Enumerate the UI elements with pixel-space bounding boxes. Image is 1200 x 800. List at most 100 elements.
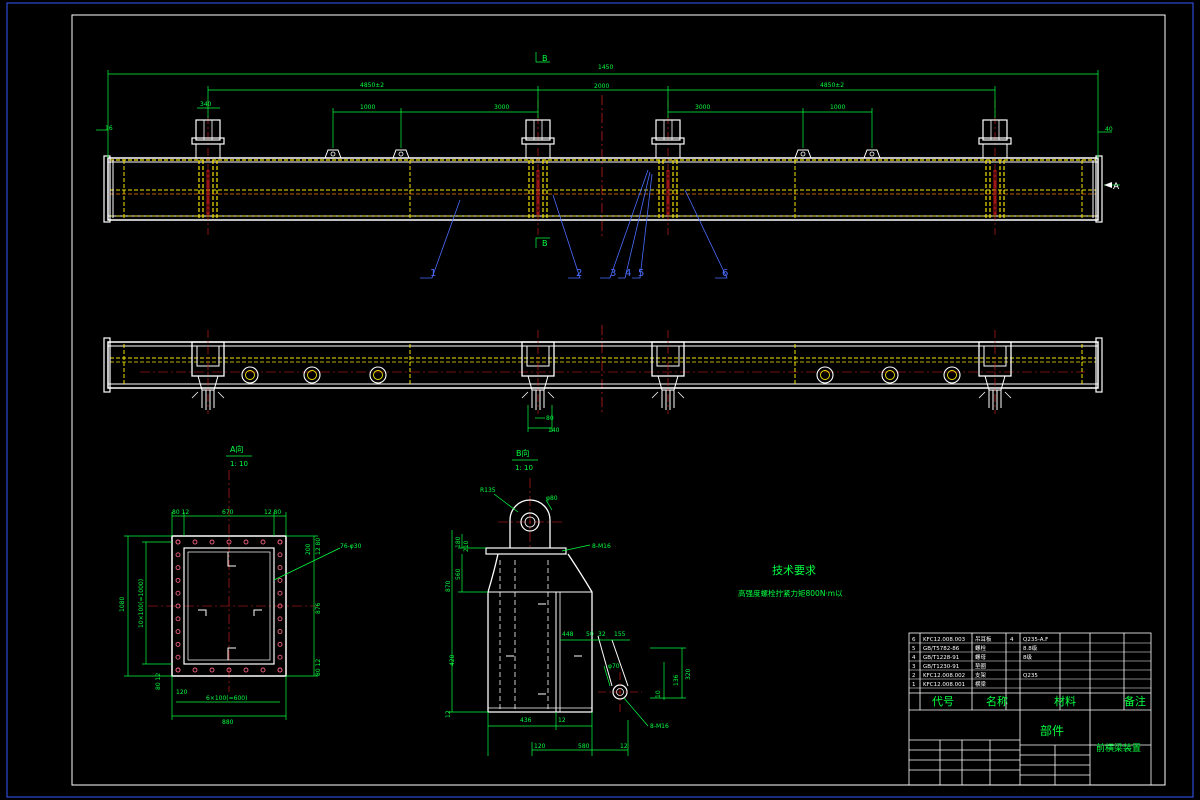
section-b-view: B向 1: 10 bbox=[485, 448, 642, 713]
plan-view-holes bbox=[241, 366, 961, 384]
tb-row-name: 垫圈 bbox=[975, 662, 987, 670]
sec-b-v4: 870 bbox=[445, 580, 452, 592]
plan-bracket-3 bbox=[651, 330, 685, 414]
tb-row-name: 横梁 bbox=[975, 680, 987, 688]
tech-req-line-1: 高强度螺栓拧紧力矩800N·m以 bbox=[738, 588, 843, 598]
sec-a-dim-right-1: 200 bbox=[305, 543, 312, 555]
tb-row-name: 吊耳板 bbox=[975, 635, 992, 643]
bolt-hole bbox=[175, 641, 181, 647]
plan-dim-2: 140 bbox=[548, 427, 560, 434]
bolt-hole bbox=[277, 565, 283, 571]
bolt-hole bbox=[175, 667, 181, 673]
plan-bracket-2 bbox=[521, 330, 555, 414]
tb-row-name: 支架 bbox=[975, 671, 987, 679]
top-lug-3 bbox=[794, 149, 812, 159]
sec-b-h3: 32 bbox=[598, 631, 606, 638]
section-b-title: B向 bbox=[516, 448, 530, 458]
tb-row-no: 1 bbox=[912, 682, 916, 688]
bolt-hole bbox=[277, 552, 283, 558]
bolt-hole bbox=[226, 667, 232, 673]
section-a-dim-text: 80 12 670 12 80 1080 10×100(=1000) 6×100… bbox=[119, 509, 362, 726]
tb-header-name: 名称 bbox=[986, 694, 1008, 708]
sec-b-r1: 320 bbox=[685, 668, 692, 680]
plan-hole-6 bbox=[943, 366, 961, 384]
plan-view bbox=[103, 325, 1103, 412]
tb-row-no: 2 bbox=[912, 673, 916, 679]
sec-b-h9: 580 bbox=[578, 743, 590, 750]
bolt-hole bbox=[260, 539, 266, 545]
dim-inner-right: 3000 bbox=[695, 104, 710, 111]
tb-row-mat: 8级 bbox=[1023, 653, 1032, 661]
bolt-hole bbox=[175, 654, 181, 660]
tb-row-no: 3 bbox=[912, 664, 916, 670]
bolt-hole bbox=[243, 539, 249, 545]
plan-hole-4 bbox=[816, 366, 834, 384]
sec-a-dim-height-total: 1080 bbox=[119, 597, 126, 612]
dim-pitch-left: 1000 bbox=[360, 104, 375, 111]
part-number-4: 4 bbox=[625, 268, 631, 279]
post-4 bbox=[978, 100, 1012, 235]
tb-row-code: KFC12.008.003 bbox=[923, 637, 966, 643]
front-view bbox=[103, 95, 1103, 238]
section-a-title: A向 bbox=[230, 444, 243, 454]
front-view-posts bbox=[191, 100, 1012, 235]
section-b-dimensions bbox=[448, 493, 686, 756]
top-lug-1 bbox=[324, 149, 342, 159]
plan-hole-3 bbox=[369, 366, 387, 384]
tb-drawing-name: 前横梁装置 bbox=[1096, 742, 1141, 754]
plan-view-brackets bbox=[191, 330, 1012, 414]
tb-row-code: GB/T1230-91 bbox=[923, 664, 959, 670]
bolt-hole bbox=[209, 667, 215, 673]
sec-b-r3: 10 bbox=[655, 690, 662, 698]
bolt-hole bbox=[192, 539, 198, 545]
sec-a-dim-bottom-total: 880 bbox=[222, 719, 234, 726]
tb-row-code: KFC12.008.001 bbox=[923, 682, 965, 688]
sec-a-dim-top-2: 670 bbox=[222, 509, 234, 516]
title-block-header: 代号 名称 材料 备注 部件 前横梁装置 bbox=[932, 694, 1146, 754]
front-view-dim-text: 1450 4850±2 2000 4850±2 3000 3000 1000 1… bbox=[105, 54, 1120, 248]
bolt-hole bbox=[277, 616, 283, 622]
bolt-hole bbox=[277, 539, 283, 545]
post-1 bbox=[191, 100, 225, 235]
part-leaders bbox=[420, 169, 728, 279]
bolt-hole bbox=[277, 629, 283, 635]
sec-b-r2: 136 bbox=[673, 674, 680, 686]
tb-row-name: 螺母 bbox=[975, 653, 987, 661]
bolt-hole bbox=[277, 603, 283, 609]
section-b-dim-text: R135 φ80 8-M16 180 210 560 870 12 448 50… bbox=[445, 487, 692, 750]
plan-view-dimensions bbox=[527, 405, 553, 432]
tb-header-note: 备注 bbox=[1124, 694, 1146, 708]
sec-b-h5: 420 bbox=[449, 654, 456, 666]
section-a-view: A向 1: 10 bbox=[148, 444, 318, 692]
bolt-hole bbox=[226, 539, 232, 545]
sec-a-dim-left-1: 80 12 bbox=[155, 673, 162, 690]
inner-border bbox=[71, 14, 1166, 786]
bolt-hole bbox=[260, 667, 266, 673]
dim-left: 4850±2 bbox=[360, 82, 384, 89]
dim-overall: 1450 bbox=[598, 64, 613, 71]
sec-a-hole-note: 76-φ30 bbox=[340, 543, 362, 550]
sec-a-dim-top-1: 80 12 bbox=[172, 509, 189, 516]
sec-b-radius: R135 bbox=[480, 487, 496, 494]
bolt-hole bbox=[277, 590, 283, 596]
part-number-6: 6 bbox=[722, 268, 728, 279]
dim-end-right: 40 bbox=[1105, 126, 1113, 133]
bolt-hole bbox=[277, 667, 283, 673]
bolt-hole bbox=[175, 603, 181, 609]
tb-row-qty: 4 bbox=[1010, 637, 1014, 643]
top-lug-2 bbox=[392, 149, 410, 159]
sec-a-dim-right-3: 876 bbox=[315, 602, 322, 614]
bolt-hole bbox=[277, 654, 283, 660]
tb-row-mat: Q235 bbox=[1023, 673, 1038, 679]
bolt-hole bbox=[175, 539, 181, 545]
sec-b-h10: 12 bbox=[620, 743, 628, 750]
bolt-hole bbox=[175, 616, 181, 622]
tb-header-mat: 材料 bbox=[1054, 694, 1076, 708]
plan-view-dim-text: 80 140 bbox=[546, 415, 560, 434]
tb-row-no: 5 bbox=[912, 646, 916, 652]
bolt-hole bbox=[192, 667, 198, 673]
bolt-hole bbox=[175, 590, 181, 596]
tb-row-mat: Q235-A.F bbox=[1023, 637, 1048, 643]
sec-a-dim-right-2: 12 80 bbox=[315, 538, 322, 555]
